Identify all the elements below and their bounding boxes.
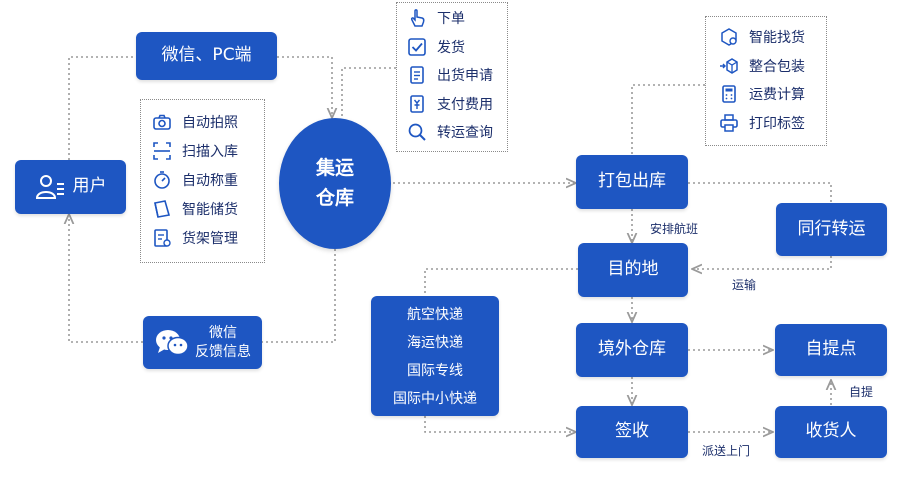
pack-out-label: 打包出库 — [598, 171, 666, 192]
edge-pack-to-peer — [688, 182, 832, 203]
feature-label: 打印标签 — [749, 115, 805, 132]
hand-pointer-icon — [411, 9, 425, 27]
feature-item: 发货 — [407, 37, 465, 57]
overseas-warehouse-label: 境外仓库 — [598, 339, 666, 360]
feature-label: 运费计算 — [749, 87, 805, 103]
feature-label: 智能找货 — [749, 30, 805, 46]
feature-label: 下单 — [437, 11, 465, 27]
destination-node[interactable]: 目的地 — [578, 243, 688, 297]
overseas-warehouse-node[interactable]: 境外仓库 — [576, 323, 688, 377]
feature-label: 自动拍照 — [182, 115, 238, 131]
edge-dest-to-methods — [424, 268, 578, 296]
feedback-node[interactable]: 微信 反馈信息 — [143, 316, 262, 369]
shipping-method: 国际专线 — [407, 363, 463, 379]
feature-label: 扫描入库 — [182, 144, 238, 160]
feature-item: 货架管理 — [152, 228, 238, 248]
sign-label: 签收 — [615, 421, 649, 442]
feature-item: 自动拍照 — [152, 112, 238, 132]
feature-item: 出货申请 — [407, 65, 493, 85]
shipping-methods-box[interactable]: 航空快递 海运快递 国际专线 国际中小快递 — [371, 296, 499, 416]
order-steps-panel — [396, 2, 508, 152]
feature-label: 出货申请 — [437, 68, 493, 84]
receiver-node[interactable]: 收货人 — [775, 406, 887, 458]
pack-out-node[interactable]: 打包出库 — [576, 155, 688, 209]
feature-item: 转运查询 — [407, 122, 493, 142]
edge-hub-to-feedback — [262, 249, 336, 343]
checkbox-icon — [408, 37, 426, 56]
destination-label: 目的地 — [607, 259, 659, 280]
feature-label: 自动称重 — [182, 173, 238, 189]
feature-item: 运费计算 — [719, 84, 805, 104]
feature-item: 支付费用 — [407, 94, 493, 114]
feature-item: 打印标签 — [719, 113, 805, 133]
edge-peer-to-dest — [692, 256, 832, 269]
edge-methods-to-sign — [424, 416, 576, 432]
storage-icon — [154, 200, 171, 218]
feature-label: 支付费用 — [437, 96, 493, 113]
feature-label: 转运查询 — [437, 125, 493, 141]
transport-label: 运输 — [732, 278, 757, 292]
feature-item: 智能找货 — [719, 27, 805, 47]
shipping-method: 海运快递 — [407, 335, 463, 351]
user-icon — [35, 175, 64, 199]
payment-icon — [410, 94, 424, 113]
edge-packpanel-to-pack — [631, 84, 705, 155]
package-merge-icon — [720, 57, 738, 74]
feature-item: 整合包装 — [719, 56, 805, 76]
feature-item: 下单 — [407, 8, 465, 28]
wechat-pc-node[interactable]: 微信、PC端 — [136, 32, 277, 80]
printer-icon — [720, 113, 738, 132]
arrange-flight-label: 安排航班 — [650, 222, 699, 236]
edge-feedback-to-user — [69, 214, 143, 343]
magnifier-icon — [408, 123, 426, 141]
feedback-label-line2: 反馈信息 — [195, 343, 251, 360]
peer-transfer-label: 同行转运 — [797, 218, 866, 239]
self-pickup-point-node[interactable]: 自提点 — [775, 324, 887, 376]
feature-item: 自动称重 — [152, 170, 238, 190]
scan-icon — [153, 142, 171, 160]
hub-label-line2: 仓库 — [315, 186, 354, 209]
feature-label: 发货 — [437, 39, 465, 56]
hub-label-line1: 集运 — [315, 157, 354, 180]
sign-node[interactable]: 签收 — [576, 406, 688, 458]
user-label: 用户 — [72, 176, 107, 197]
shipping-method: 航空快递 — [407, 307, 463, 323]
edge-orderpanel-to-hub — [341, 67, 396, 118]
camera-icon — [153, 114, 171, 130]
calculator-icon — [722, 85, 736, 103]
consolidation-warehouse-hub[interactable]: 集运 仓库 — [279, 118, 391, 249]
document-icon — [410, 66, 424, 84]
feature-label: 货架管理 — [182, 231, 238, 247]
edge-wechat-to-hub — [277, 56, 332, 118]
stopwatch-icon — [154, 171, 170, 189]
feature-label: 智能储货 — [182, 202, 238, 218]
receiver-label: 收货人 — [805, 421, 857, 442]
wechat-pc-label: 微信、PC端 — [161, 45, 252, 66]
shelf-doc-icon — [154, 229, 171, 247]
user-node[interactable]: 用户 — [15, 160, 126, 214]
edge-user-to-wechat — [68, 56, 136, 160]
box-search-icon — [721, 28, 737, 46]
feature-item: 智能储货 — [152, 199, 238, 219]
feedback-label-line1: 微信 — [209, 324, 237, 341]
peer-transfer-node[interactable]: 同行转运 — [776, 203, 887, 256]
door-delivery-label: 派送上门 — [702, 444, 751, 458]
self-pickup-point-label: 自提点 — [805, 339, 857, 360]
shipping-method: 国际中小快递 — [393, 391, 477, 407]
feature-label: 整合包装 — [749, 58, 805, 75]
wechat-icon — [156, 329, 189, 355]
feature-item: 扫描入库 — [152, 141, 238, 161]
self-pickup-label: 自提 — [849, 385, 874, 399]
